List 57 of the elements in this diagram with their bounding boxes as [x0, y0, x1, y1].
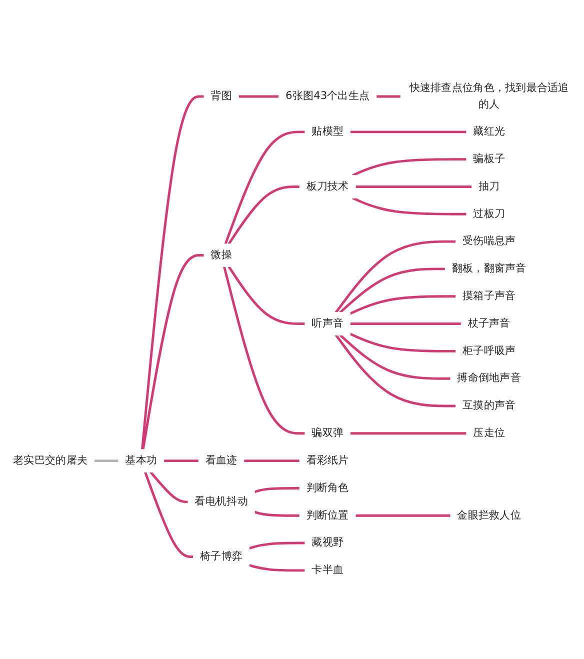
node-text: 老实巴交的屠夫 — [13, 454, 88, 467]
node-text: 过板刀 — [473, 208, 506, 220]
connector — [142, 254, 204, 450]
connector — [350, 295, 456, 315]
node-text: 压走位 — [473, 427, 506, 440]
node-text: 翻板，翻窗声音 — [452, 262, 526, 275]
connector — [222, 266, 306, 435]
node-text: 背图 — [210, 90, 232, 102]
connector — [334, 334, 456, 408]
connector — [334, 240, 456, 314]
node-text: 抽刀 — [478, 180, 500, 193]
node-text: 骗板子 — [473, 152, 506, 166]
node-text: 搏命倒地声音 — [457, 372, 522, 385]
node-text: 金眼拦救人位 — [457, 509, 522, 522]
node-text: 椅子博弈 — [200, 550, 243, 563]
connector — [244, 460, 300, 462]
node-text: 判断位置 — [306, 509, 349, 522]
connector — [254, 486, 300, 494]
connector — [164, 460, 199, 462]
node-text: 快速排查点位角色，找到最合适追的人 — [409, 82, 569, 110]
connector — [254, 510, 300, 517]
node-text: 贴模型 — [312, 126, 344, 138]
connector — [339, 268, 446, 314]
node-text: 骗双弹 — [312, 427, 344, 440]
connector — [355, 186, 472, 188]
node-text: 看电机抖动 — [194, 496, 248, 508]
connector — [352, 196, 467, 216]
node-text: 杖子声音 — [468, 317, 510, 330]
node-text: 6张图43个出生点 — [286, 90, 370, 102]
node-text: 判断角色 — [306, 482, 349, 494]
connector — [228, 266, 306, 325]
connector — [376, 95, 401, 98]
connector — [94, 460, 119, 462]
connector — [355, 514, 451, 517]
connector — [248, 564, 306, 572]
connector — [248, 542, 306, 550]
connector — [350, 130, 467, 134]
connector — [144, 472, 194, 558]
connector — [352, 158, 467, 177]
connector — [224, 130, 306, 244]
connector — [350, 322, 462, 325]
connector — [140, 95, 204, 450]
node-text: 柜子呼吸声 — [462, 344, 516, 358]
connector — [350, 432, 467, 435]
node-text: 摸箱子声音 — [462, 290, 516, 302]
connector — [238, 95, 279, 98]
connector — [228, 186, 300, 245]
node-text: 看彩纸片 — [306, 454, 349, 467]
node-text: 藏红光 — [473, 126, 506, 138]
connector — [339, 334, 451, 380]
node-text: 卡半血 — [312, 564, 344, 576]
node-text: 看血迹 — [205, 454, 238, 467]
connector — [350, 332, 456, 352]
node-text: 互摸的声音 — [462, 400, 516, 412]
node-text: 藏视野 — [312, 536, 344, 549]
connector — [150, 471, 188, 504]
node-text: 受伤喘息声 — [462, 235, 516, 248]
